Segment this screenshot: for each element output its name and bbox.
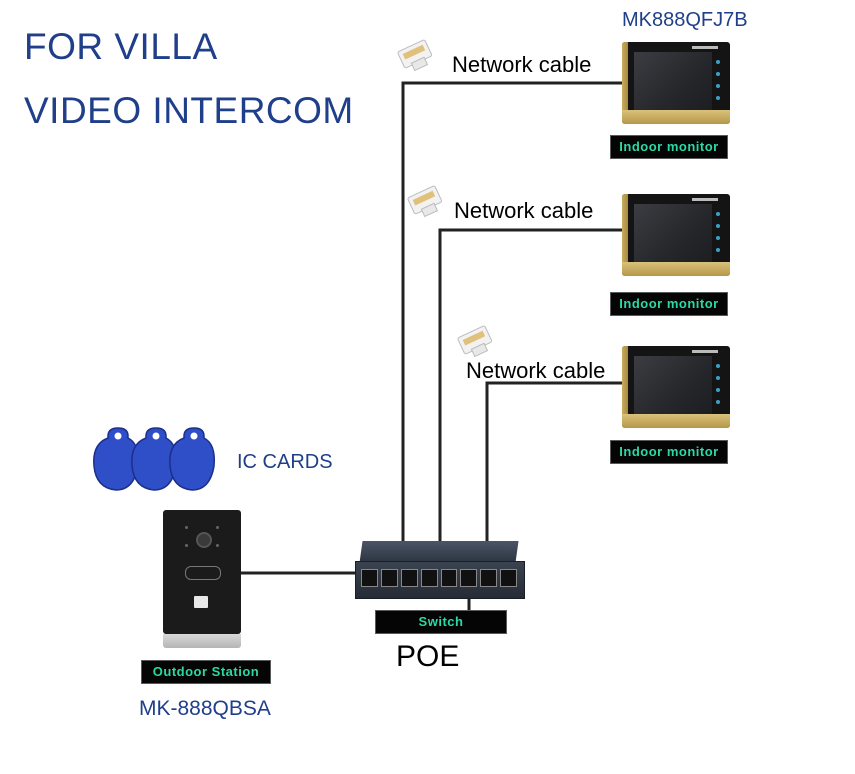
title-line-2: VIDEO INTERCOM <box>24 90 354 131</box>
rj45-connector-icon <box>407 185 443 218</box>
rj45-connector-icon <box>397 39 433 72</box>
indoor-monitor-tag-2: Indoor monitor <box>610 292 728 316</box>
rj45-connector-icon <box>457 325 493 358</box>
title-line-1: FOR VILLA <box>24 26 218 67</box>
network-cable-label-1: Network cable <box>452 52 592 77</box>
poe-label: POE <box>396 640 460 673</box>
indoor-monitor-3 <box>622 346 730 428</box>
indoor-monitor-2 <box>622 194 730 276</box>
cable-line-monitor-3 <box>485 381 622 545</box>
indoor-monitor-1 <box>622 42 730 124</box>
switch-tag: Switch <box>375 610 507 634</box>
ic-cards-icon <box>93 427 216 491</box>
outdoor-station-device <box>163 510 241 648</box>
monitor-model-label: MK888QFJ7B <box>622 9 748 31</box>
cable-line-monitor-2 <box>438 228 622 545</box>
ic-cards-label: IC CARDS <box>237 451 333 473</box>
poe-switch-device <box>355 541 525 599</box>
indoor-monitor-tag-1: Indoor monitor <box>610 135 728 159</box>
cable-line-monitor-1 <box>401 81 622 545</box>
indoor-monitor-tag-3: Indoor monitor <box>610 440 728 464</box>
outdoor-model-label: MK-888QBSA <box>139 697 271 720</box>
network-cable-label-3: Network cable <box>466 358 606 383</box>
outdoor-station-tag: Outdoor Station <box>141 660 271 684</box>
network-cable-label-2: Network cable <box>454 198 594 223</box>
